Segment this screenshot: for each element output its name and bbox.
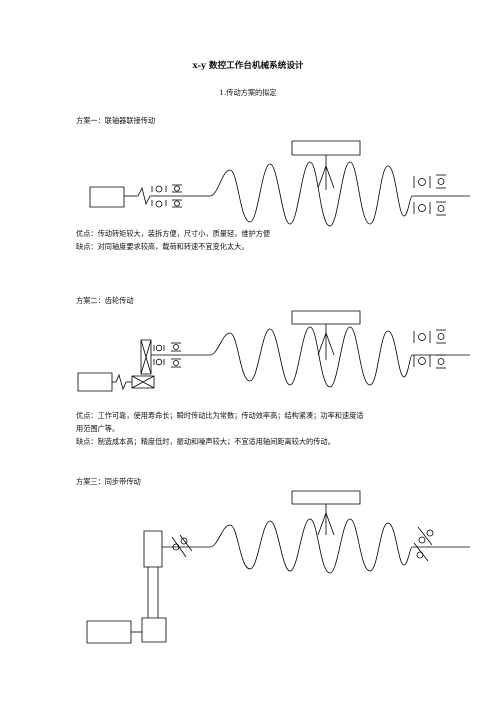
motor: [90, 187, 124, 207]
scheme1-heading: 方案一：联轴器联接传动: [76, 116, 156, 125]
scheme2-cons: 缺点：制造成本高；精度低时，振动和噪声较大；不宜适用轴间距离较大的传动。: [76, 437, 335, 446]
worktable: [292, 491, 360, 504]
scheme1-cons: 缺点：对同轴度要求较高，载荷和转速不宜变化太大。: [76, 242, 249, 251]
scheme2-heading: 方案二：齿轮传动: [76, 296, 134, 305]
coupling-symbol: [116, 375, 126, 389]
left-bearing: [152, 185, 182, 207]
coupling-symbol: [138, 188, 150, 204]
left-bearing: [172, 535, 192, 557]
right-bearing: [414, 527, 433, 561]
scheme3-diagram: [0, 485, 496, 655]
scheme2-diagram: [0, 305, 496, 405]
scheme2-pros-line2: 用范围广等。: [76, 424, 120, 433]
motor: [87, 621, 131, 643]
worktable: [292, 311, 360, 324]
scheme2-pros-line1: 优点：工作可靠，使用寿命长；瞬时传动比为常数；传动效率高；结构紧凑；功率和速度适: [76, 411, 364, 420]
scheme1-pros: 优点：传动转矩较大，装拆方便，尺寸小，质量轻，维护方便: [76, 229, 271, 238]
driving-pulley: [142, 618, 166, 642]
lead-screw: [210, 327, 412, 387]
driven-pulley: [144, 531, 162, 567]
lead-screw: [210, 519, 412, 573]
worktable: [292, 141, 360, 155]
lead-screw: [210, 162, 412, 226]
right-bearing: [414, 330, 446, 368]
right-bearing: [414, 175, 446, 215]
motor: [78, 373, 112, 391]
scheme3-heading: 方案三：同步带传动: [76, 477, 141, 486]
driving-gear: [132, 376, 154, 388]
driven-gear: [141, 340, 151, 374]
section-heading: 1.传动方案的拟定: [219, 88, 277, 97]
page-title: x-y 数控工作台机械系统设计: [192, 61, 304, 71]
left-bearing: [154, 343, 181, 367]
scheme1-diagram: [0, 130, 496, 230]
